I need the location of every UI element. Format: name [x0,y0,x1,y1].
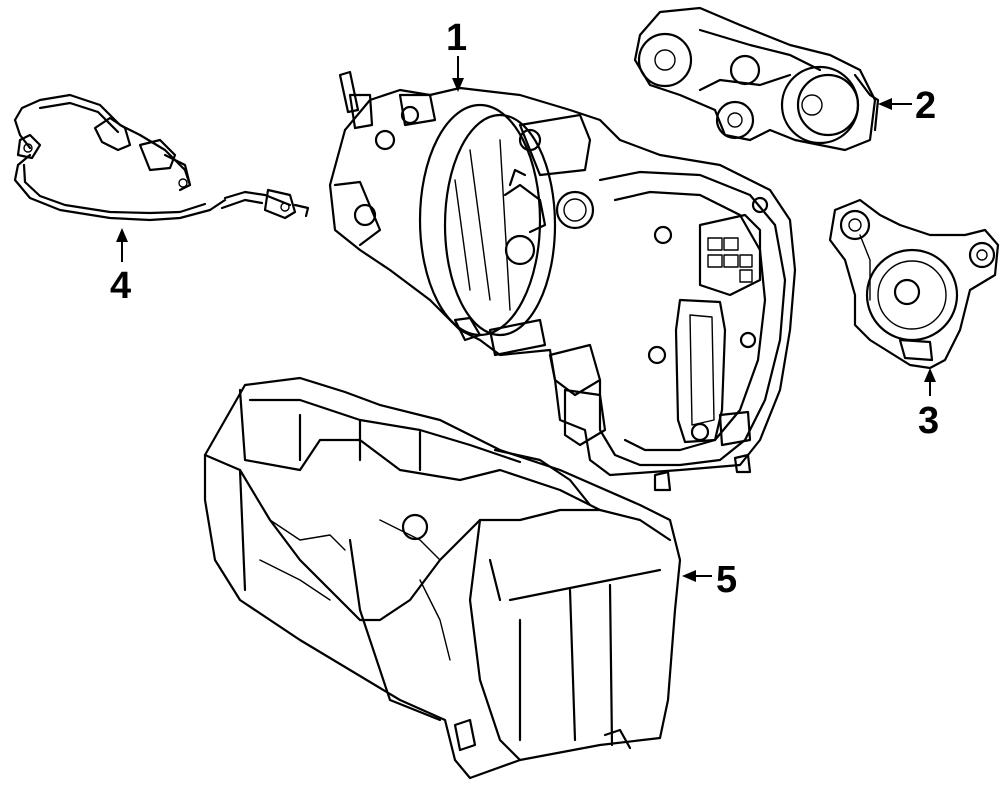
callout-2: 2 [878,85,936,127]
part-4-harness [13,93,310,222]
part-1-compressor [328,70,797,492]
part-5-housing [203,376,682,780]
callout-3: 3 [918,368,939,442]
part-3-mount [828,198,1000,370]
callout-label-5: 5 [716,559,737,601]
callout-label-2: 2 [915,85,936,127]
callout-label-1: 1 [446,17,467,59]
callout-1: 1 [446,17,467,92]
callout-label-3: 3 [918,400,939,442]
part-2-bracket [633,6,880,152]
callout-4: 4 [110,228,131,307]
callout-label-4: 4 [110,265,131,307]
callout-5: 5 [682,559,737,601]
